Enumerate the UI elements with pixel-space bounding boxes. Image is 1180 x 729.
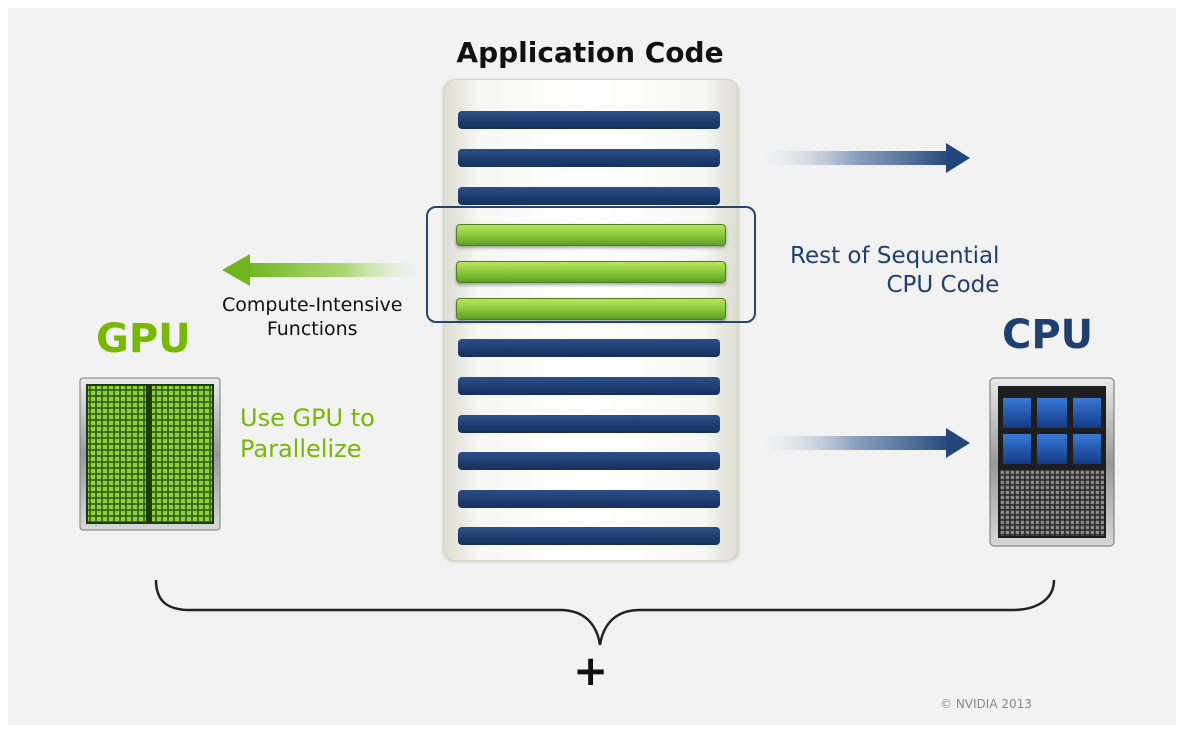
- cpu-heading: CPU: [1002, 312, 1094, 358]
- right-arrow-icon: [764, 143, 970, 173]
- compute-label-line1: Compute-Intensive: [222, 294, 403, 316]
- gpu-chip-icon: [79, 377, 221, 531]
- cpu-chip-icon: [989, 377, 1115, 547]
- sequential-code-line: [458, 187, 720, 205]
- sequential-code-line: [458, 415, 720, 433]
- compute-intensive-code-line: [456, 224, 726, 246]
- gpu-heading: GPU: [96, 316, 191, 362]
- sequential-code-line: [458, 377, 720, 395]
- left-arrow-icon: [222, 254, 424, 286]
- compute-label-line2: Functions: [266, 318, 358, 340]
- sequential-code-line: [458, 111, 720, 129]
- compute-intensive-highlight: [426, 206, 756, 323]
- cpu-caption-line2: CPU Code: [886, 272, 1000, 298]
- cpu-caption-line1: Rest of Sequential: [790, 243, 1000, 269]
- compute-intensive-code-line: [456, 298, 726, 320]
- cpu-caption: Rest of Sequential CPU Code: [790, 242, 999, 300]
- gpu-caption-line1: Use GPU to: [240, 404, 375, 432]
- gpu-caption-line2: Parallelize: [240, 435, 362, 463]
- right-arrow-icon: [764, 428, 970, 458]
- plus-sign: +: [573, 646, 609, 695]
- sequential-code-line: [458, 452, 720, 470]
- curly-brace-icon: [154, 579, 1056, 646]
- sequential-code-line: [458, 339, 720, 357]
- compute-intensive-label: Compute-Intensive Functions: [222, 293, 402, 341]
- diagram-title: Application Code: [456, 36, 724, 69]
- sequential-code-line: [458, 527, 720, 545]
- compute-intensive-code-line: [456, 261, 726, 283]
- copyright-notice: © NVIDIA 2013: [940, 697, 1032, 711]
- gpu-caption: Use GPU to Parallelize: [240, 403, 375, 465]
- sequential-code-line: [458, 149, 720, 167]
- sequential-code-line: [458, 490, 720, 508]
